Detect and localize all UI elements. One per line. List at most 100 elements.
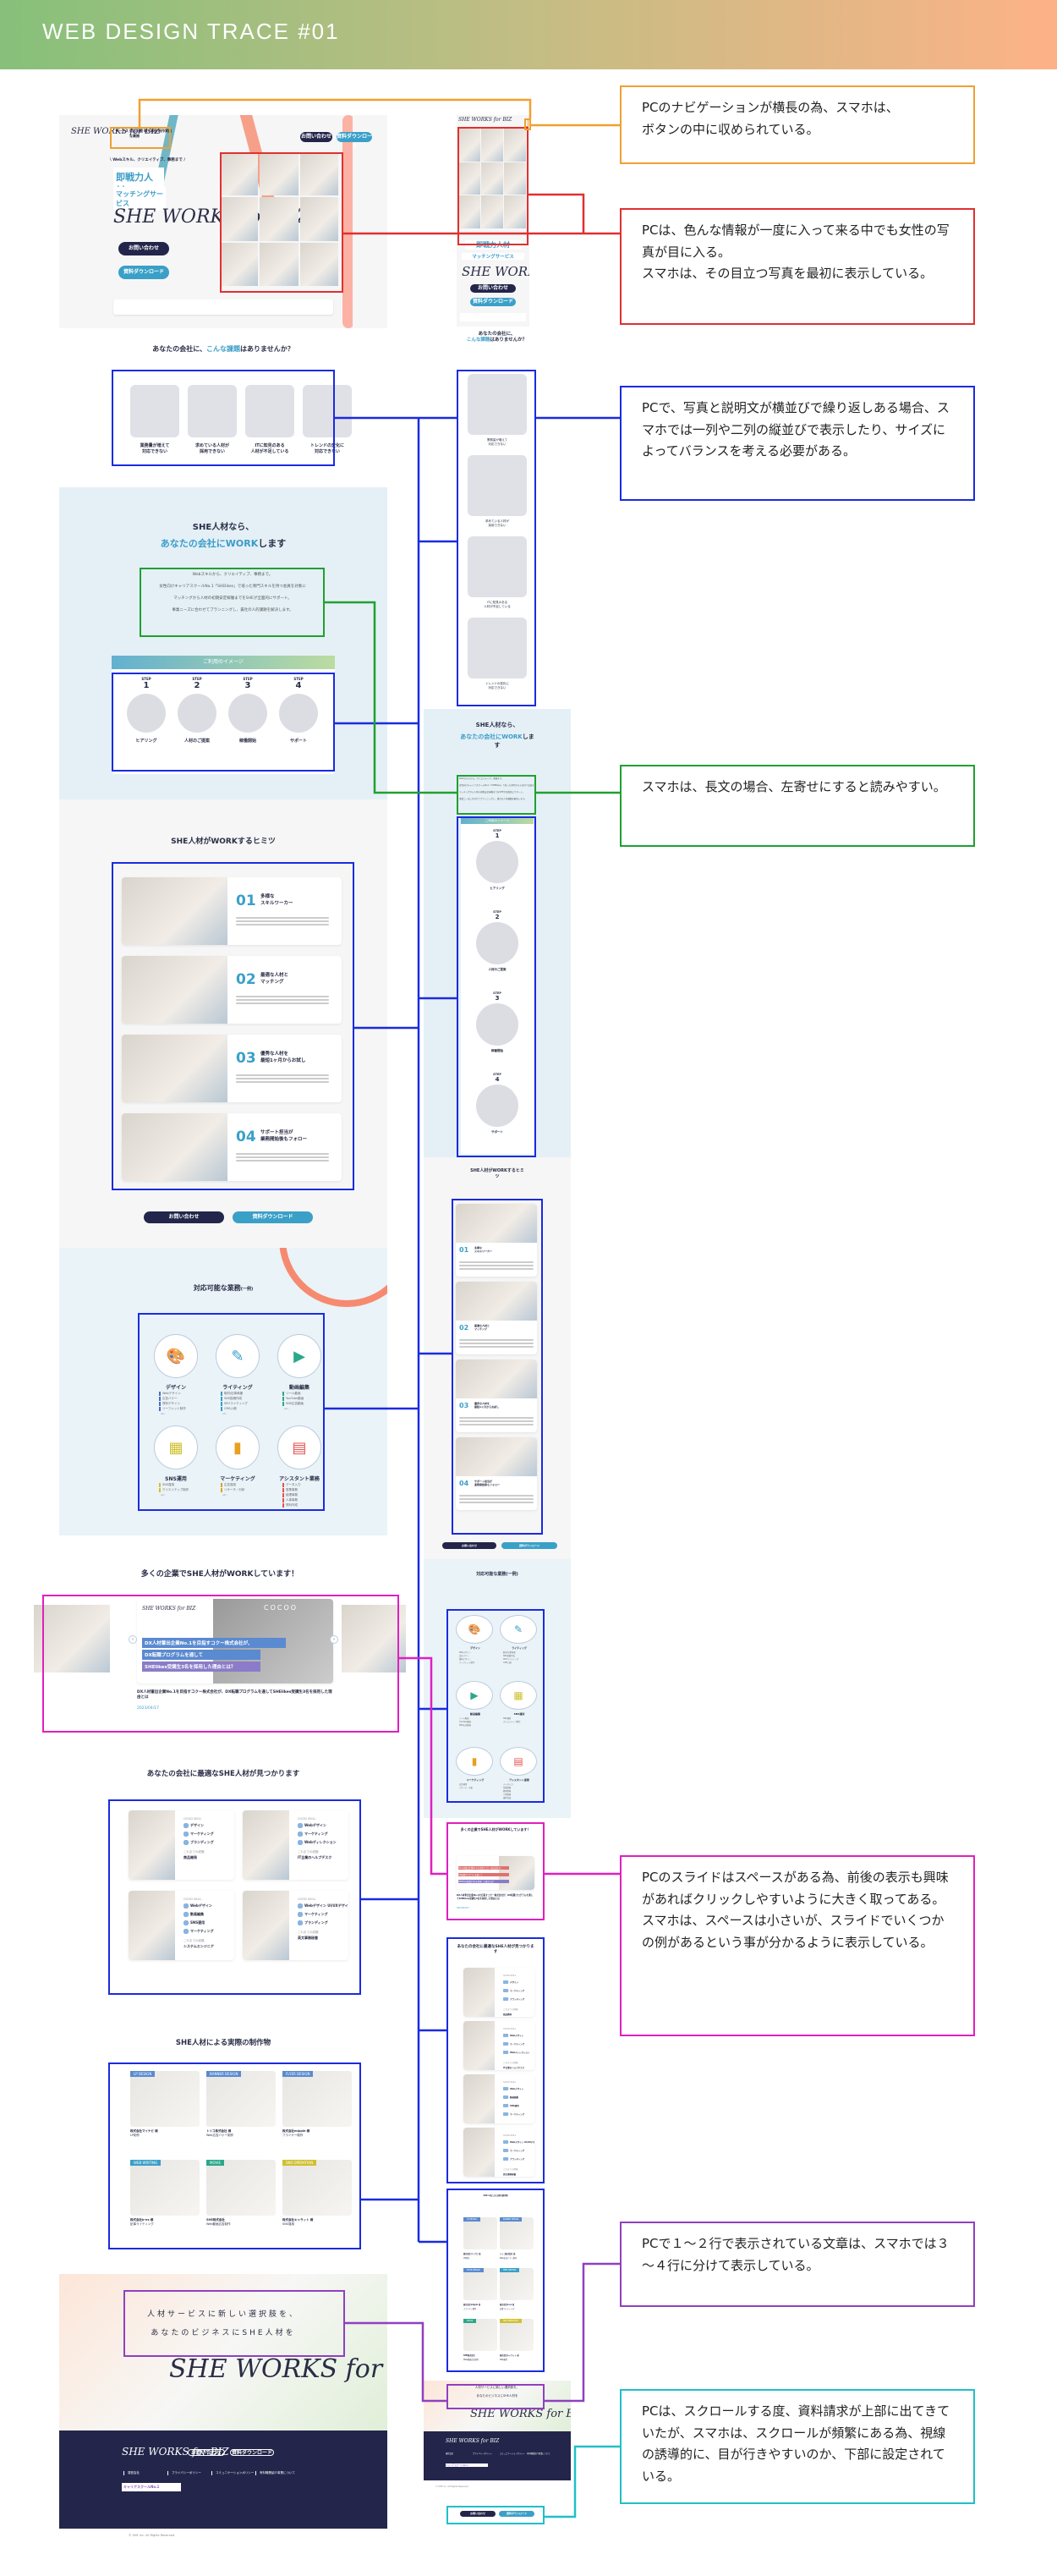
work-image: BANNER DESIGN [206, 2071, 276, 2127]
body-text-lines [236, 994, 329, 1006]
contact-button[interactable]: お問い合わせ [144, 1211, 224, 1223]
issue-caption: 求めている人材が 採用できない [194, 443, 229, 454]
work-image: WEB WRITING [130, 2160, 200, 2216]
download-button[interactable]: 資料ダウンロード [470, 298, 516, 306]
work-tag: MOVIE [206, 2160, 224, 2166]
download-button[interactable]: 資料ダウンロード [118, 266, 169, 279]
download-button[interactable]: 資料ダウンロード [337, 132, 373, 150]
contact-button[interactable]: お問い合わせ [460, 2511, 496, 2517]
sp-steps-box [457, 816, 536, 1157]
contact-button[interactable]: お問い合わせ [188, 2449, 225, 2456]
title-main: 対応可能な業務 [193, 1284, 241, 1292]
annotation-note: PCは、色んな情報が一度に入って来る中でも女性の写真が目に入る。 スマホは、その… [620, 208, 975, 325]
task-item: 経理事務 [282, 1493, 342, 1497]
download-button[interactable]: 資料ダウンロード [499, 2511, 534, 2517]
footer-badge: キャリアスクールNo.1 [446, 2463, 488, 2467]
text-line [236, 996, 329, 997]
section-title: 多くの企業でSHE人材がWORKしています！ [140, 1570, 299, 1579]
page-header-band: WEB DESIGN TRACE #01 [0, 0, 1057, 69]
prev-slide[interactable] [34, 1605, 110, 1672]
slide-headline[interactable]: DX転職プログラムを通して [142, 1650, 260, 1660]
experience-label: これまでの経験 [298, 1850, 319, 1854]
nav-item-2[interactable]: 導入事例 [144, 129, 157, 133]
lead-line: 事業ニーズに合わせてプランニングし、貴社の人的課題を解決します。 [172, 608, 293, 612]
nav-item-1[interactable]: 対応可能な業務 [129, 129, 143, 138]
task-name: アシスタント業務 [279, 1476, 320, 1482]
she-works-logo: SHE WORKS for BIZ [169, 2354, 387, 2384]
footer-link[interactable]: プライバシーポリシー [167, 2471, 211, 2475]
work-image: MOVIE [206, 2160, 276, 2216]
text: \ Webスキル、クリエイティブ、事務まで / [110, 158, 186, 162]
woman-photo [260, 242, 298, 286]
client-logos [113, 299, 333, 315]
title-main: 対応可能な業務 [476, 1572, 507, 1577]
contact-button[interactable]: お問い合わせ [300, 132, 332, 142]
sp-slider-box[interactable] [446, 1822, 545, 1920]
download-button[interactable]: 資料ダウンロード [230, 2449, 274, 2456]
footer-link[interactable]: 有料職業紹介事業について [527, 2452, 550, 2455]
text-line [236, 1002, 329, 1004]
woman-photo [458, 162, 480, 195]
download-button[interactable]: 資料ダウンロード [233, 1211, 313, 1223]
skill-item: ブランディング [183, 1840, 234, 1845]
pc-closing-box [123, 2290, 345, 2357]
title-post: はありませんか？ [490, 338, 528, 343]
nav-item-0[interactable]: サービス [115, 129, 129, 133]
sp-issues-box [457, 370, 536, 706]
sp-talent-box [446, 1937, 545, 2183]
footer-link[interactable]: プライバシーポリシー [473, 2452, 492, 2455]
experience-value: IT企業のヘルプデスク [298, 1855, 332, 1859]
issue-caption: ITに知見のある 人材が不足している [250, 443, 289, 454]
title-line2: こんな課題はありませんか？ [457, 338, 537, 343]
task-item: リサーチ／分析 [221, 1488, 280, 1492]
annotation-note: PCのスライドはスペースがある為、前後の表示も興味があればクリックしやすいように… [620, 1855, 975, 2036]
sp-works-box [446, 2189, 545, 2372]
slide-headline[interactable]: DX人材輩出企業No.1を目指すコクー株式会社が、 [142, 1638, 286, 1648]
talent-photo [243, 1891, 289, 1960]
section-title: SHE人材がWORKするヒミツ [171, 838, 276, 846]
contact-button[interactable]: お問い合わせ [442, 1542, 496, 1549]
skill-item: Webデザイン [183, 1903, 234, 1909]
task-item: 営業事務 [282, 1488, 342, 1492]
text-line [236, 920, 329, 922]
footer-link[interactable]: コミュニケーションポリシー [500, 2452, 525, 2455]
slide-prev-arrow[interactable]: ‹ [129, 1635, 137, 1644]
annotation-note: PCで１～２行で表示されている文章は、スマホでは３～４行に分けて表示している。 [620, 2222, 975, 2307]
case-date: 2023/04/17 [137, 1706, 159, 1711]
pc-slider-box[interactable] [42, 1595, 399, 1733]
step-name: 稼働開始 [238, 739, 256, 744]
work-tag: SNS OPERATION [282, 2160, 317, 2166]
image-title: ご利用のイメージ [112, 656, 335, 669]
nav-item-3[interactable]: 制作実績 [158, 129, 172, 133]
issue-illustration [188, 385, 237, 437]
footer-link[interactable]: 運営会社 [123, 2471, 167, 2475]
contact-button[interactable]: お問い合わせ [470, 284, 516, 293]
contact-button[interactable]: お問い合わせ [118, 242, 169, 255]
footer-link[interactable]: 有料職業紹介事業について [255, 2471, 299, 2475]
footer-link[interactable]: コミュニケーションポリシー [211, 2471, 255, 2475]
she-works-logo: SHE WORKS for BIZ [470, 2408, 571, 2420]
task-item: 人事事務 [282, 1498, 342, 1502]
work-client: トリコ株式会社 様 [206, 2129, 232, 2133]
decor-arc [279, 1248, 387, 1307]
work-type: フライヤー制作 [282, 2134, 304, 2137]
step-illustration [279, 694, 318, 733]
download-button[interactable]: 資料ダウンロード [501, 1542, 557, 1549]
footer-link[interactable]: 運営会社 [446, 2452, 454, 2455]
task-name: ライティング [222, 1385, 253, 1391]
closing-line: 人材サービスに新しい選択肢を、 [146, 2310, 299, 2319]
slide-headline[interactable]: SHElikes受講生3名を採用した理由とは？ [142, 1661, 260, 1672]
title-post: はありませんか？ [240, 345, 294, 353]
